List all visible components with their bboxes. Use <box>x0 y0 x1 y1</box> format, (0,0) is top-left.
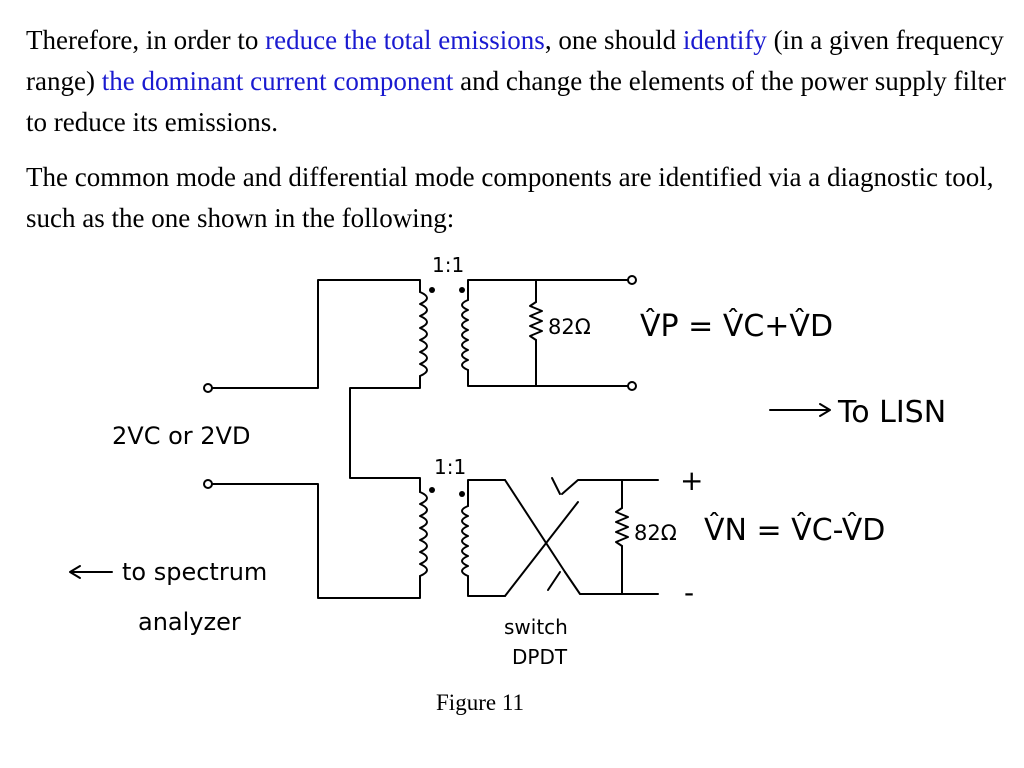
equation-vn: V̂N = V̂C-V̂D <box>704 512 885 548</box>
primary-coil-top <box>419 291 428 377</box>
text-run: , one should <box>544 25 683 55</box>
resistor-label-top: 82Ω <box>548 315 591 339</box>
arrow-to-lisn <box>769 403 831 417</box>
circuit-diagram: 1:1 1:1 82Ω 82Ω V̂P = V̂C+V̂D V̂N = V̂C-… <box>69 253 946 669</box>
text-run: Therefore, in order to <box>26 25 266 55</box>
switch-arm <box>547 571 561 591</box>
to-lisn-label: To LISN <box>837 395 946 430</box>
resistor-bottom <box>615 507 629 547</box>
text-run: (in a given frequency range) <box>26 25 1004 96</box>
analyzer-label: analyzer <box>138 608 241 636</box>
wire <box>349 375 421 493</box>
ratio-label-bottom: 1:1 <box>434 455 466 479</box>
wire <box>467 279 629 301</box>
resistor-top <box>529 301 543 341</box>
switch-line <box>504 501 579 597</box>
ratio-label-top: 1:1 <box>432 253 464 277</box>
equation-vp: V̂P = V̂C+V̂D <box>640 308 833 344</box>
plus-sign: + <box>680 464 703 497</box>
secondary-coil-top <box>461 299 469 371</box>
terminal <box>203 479 213 489</box>
wire <box>564 571 659 595</box>
highlight-reduce-emissions: reduce the total emissions <box>265 25 545 55</box>
switch-label: switch <box>504 615 568 639</box>
polarity-dot <box>429 287 435 293</box>
input-label: 2VC or 2VD <box>112 422 250 450</box>
wire <box>207 483 421 599</box>
figure-caption: Figure 11 <box>436 690 524 715</box>
wire <box>561 479 659 495</box>
terminal <box>627 275 637 285</box>
wire <box>467 575 506 597</box>
terminal <box>203 383 213 393</box>
to-spectrum-label: to spectrum <box>122 558 267 586</box>
secondary-coil-bottom <box>461 505 469 577</box>
polarity-dot <box>459 287 465 293</box>
resistor-label-bottom: 82Ω <box>634 521 677 545</box>
arrow-to-spectrum <box>69 565 113 579</box>
switch-arm <box>551 477 561 495</box>
wire <box>467 369 629 387</box>
paragraph-diagnostic: The common mode and differential mode co… <box>26 162 994 233</box>
primary-coil-bottom <box>419 491 428 577</box>
polarity-dot <box>459 491 465 497</box>
wire <box>467 479 506 507</box>
dpdt-label: DPDT <box>512 645 568 669</box>
switch-line <box>504 479 566 573</box>
wire <box>207 279 421 389</box>
minus-sign: - <box>684 576 694 609</box>
text-run: and change the elements of the power sup… <box>26 66 1006 137</box>
highlight-dominant-component: the dominant current component <box>101 66 454 96</box>
polarity-dot <box>429 487 435 493</box>
terminal <box>627 381 637 391</box>
highlight-identify: identify <box>682 25 767 55</box>
paragraph-intro: Therefore, in order to reduce the total … <box>26 20 1011 143</box>
